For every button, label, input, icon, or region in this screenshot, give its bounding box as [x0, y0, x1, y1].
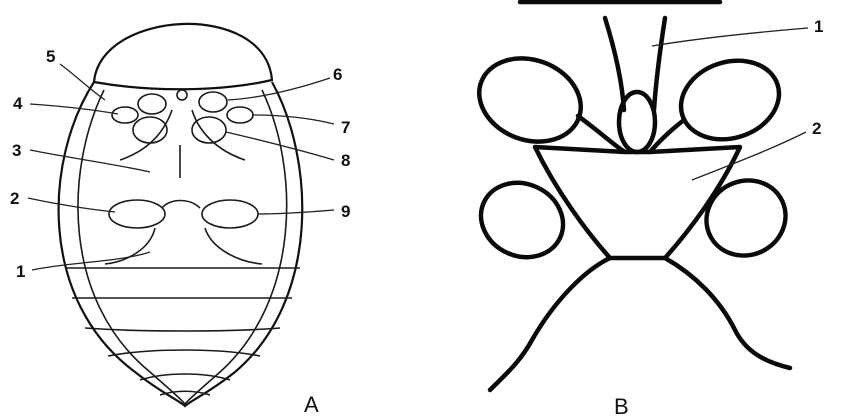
panel-b: 1 2 B — [467, 2, 823, 419]
abdominal-segment-3 — [85, 328, 280, 331]
leader-4 — [30, 104, 118, 114]
neck-right — [654, 18, 665, 110]
mentum-dot — [177, 90, 187, 100]
hind-coxa-right — [202, 200, 258, 228]
body-outline — [59, 82, 303, 406]
trochanter-left — [112, 107, 138, 123]
leader-3 — [30, 150, 150, 172]
label-a-8: 8 — [341, 151, 350, 170]
neck-left — [605, 18, 624, 110]
label-b-1: 1 — [814, 17, 823, 36]
coxa-front-right — [199, 92, 227, 112]
label-a-6: 6 — [333, 65, 342, 84]
leader-b-1 — [652, 28, 808, 46]
leader-7 — [252, 115, 334, 124]
coxa-b-lower-left — [469, 170, 576, 271]
label-a-2: 2 — [10, 189, 19, 208]
hind-coxa-left — [109, 200, 165, 228]
caption-a: A — [304, 392, 319, 417]
metasternum — [105, 201, 262, 265]
coxa-b-upper-right — [671, 48, 790, 151]
label-b-2: 2 — [812, 119, 821, 138]
label-a-3: 3 — [12, 141, 21, 160]
coxa-b-upper-left — [467, 45, 592, 156]
label-a-5: 5 — [46, 47, 55, 66]
inner-margin — [78, 90, 287, 404]
label-a-7: 7 — [341, 118, 350, 137]
label-a-4: 4 — [13, 94, 23, 113]
process-oval — [619, 92, 655, 152]
label-a-1: 1 — [16, 262, 25, 281]
coxa-b-lower-right — [694, 168, 798, 269]
lower-limb-right — [665, 258, 790, 368]
leader-2 — [28, 198, 115, 212]
trochanter-right — [227, 107, 253, 123]
mesosternum-shield — [535, 147, 740, 258]
leader-9 — [258, 210, 334, 214]
panel-a: 1 2 3 4 5 6 7 8 9 A — [10, 24, 350, 417]
head-cap — [94, 24, 272, 89]
label-a-9: 9 — [341, 202, 350, 221]
lower-limb-left — [490, 258, 610, 390]
caption-b: B — [614, 394, 629, 419]
coxa-front-left — [138, 94, 166, 114]
